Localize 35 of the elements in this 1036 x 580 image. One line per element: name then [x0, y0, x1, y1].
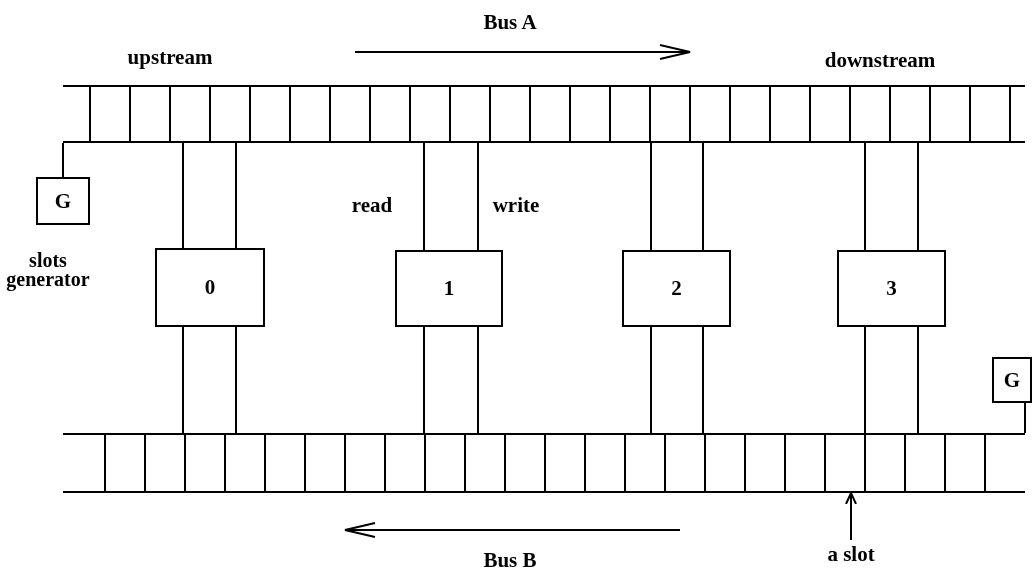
generator-box: G [36, 177, 90, 225]
slot-label: a slot [827, 541, 875, 567]
text-label: Bus A [483, 9, 537, 35]
station-box: 1 [395, 250, 503, 327]
connector-line [917, 326, 919, 434]
connector-line [864, 142, 866, 251]
connector-line [864, 326, 866, 434]
connector-line [1024, 402, 1026, 434]
station-box: 3 [837, 250, 946, 327]
connector-line [702, 142, 704, 251]
connector-line [650, 142, 652, 251]
generator-box: G [992, 357, 1032, 403]
connector-line [182, 326, 184, 434]
connector-line [62, 142, 64, 178]
station-box: 2 [622, 250, 731, 327]
connector-line [423, 326, 425, 434]
slotted-bus [63, 85, 1025, 143]
text-label: downstream [824, 47, 936, 73]
node-caption: slots generator [5, 251, 91, 289]
text-label: upstream [127, 44, 213, 70]
connector-line [650, 326, 652, 434]
connector-line [235, 326, 237, 434]
connector-line [235, 142, 237, 249]
connector-line [702, 326, 704, 434]
connector-line [477, 142, 479, 251]
text-label: write [492, 192, 540, 218]
station-box: 0 [155, 248, 265, 327]
connector-line [182, 142, 184, 249]
arrow [845, 492, 857, 541]
text-label: Bus B [483, 547, 537, 573]
connector-line [917, 142, 919, 251]
connector-line [423, 142, 425, 251]
text-label: read [351, 192, 393, 218]
slotted-bus [63, 433, 1025, 493]
connector-line [477, 326, 479, 434]
